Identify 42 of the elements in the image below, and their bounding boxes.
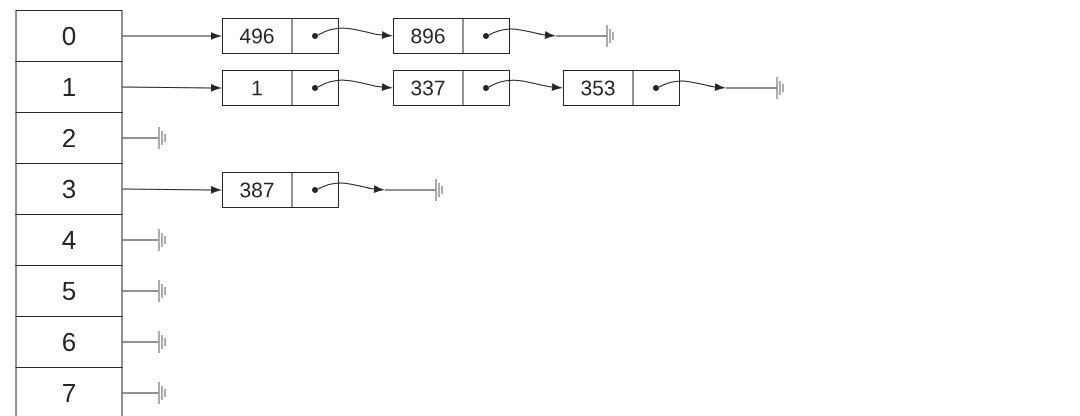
ground-symbol [158,330,166,354]
line [122,392,159,394]
ground-symbol [725,76,784,100]
line [122,341,159,343]
node-label: 387 [240,182,274,198]
ground-symbol [158,381,166,405]
ground-symbol [158,126,166,150]
arrow [122,186,221,194]
array-cell: 3 [15,163,123,215]
array-cell: 0 [15,10,123,62]
list-node: 1 [222,70,339,106]
array-cell: 4 [15,214,123,266]
line [122,137,159,139]
arrow [488,79,562,91]
array-cell: 6 [15,316,123,368]
line [122,239,159,241]
arrow [317,27,392,39]
array-cell: 1 [15,61,123,113]
arrow [317,79,392,91]
list-node: 337 [393,70,510,106]
ground-symbol [555,24,614,48]
ground-symbol [158,228,166,252]
list-node: 496 [222,18,339,54]
node-label: 337 [411,80,445,96]
node-label: 1 [252,80,262,96]
list-node: 353 [563,70,680,106]
arrow [122,84,221,92]
arrow [658,80,725,91]
arrow [317,182,384,193]
list-node: 896 [393,18,510,54]
node-label: 896 [411,28,445,44]
array-cell: 7 [15,367,123,416]
ground-symbol [384,178,443,202]
array-cell: 2 [15,112,123,164]
ground-symbol [158,279,166,303]
node-label: 353 [581,80,615,96]
line [122,290,159,292]
node-label: 496 [239,28,274,44]
arrow [122,32,221,40]
array-cell: 5 [15,265,123,317]
list-node: 387 [222,172,339,208]
arrow [488,28,555,39]
